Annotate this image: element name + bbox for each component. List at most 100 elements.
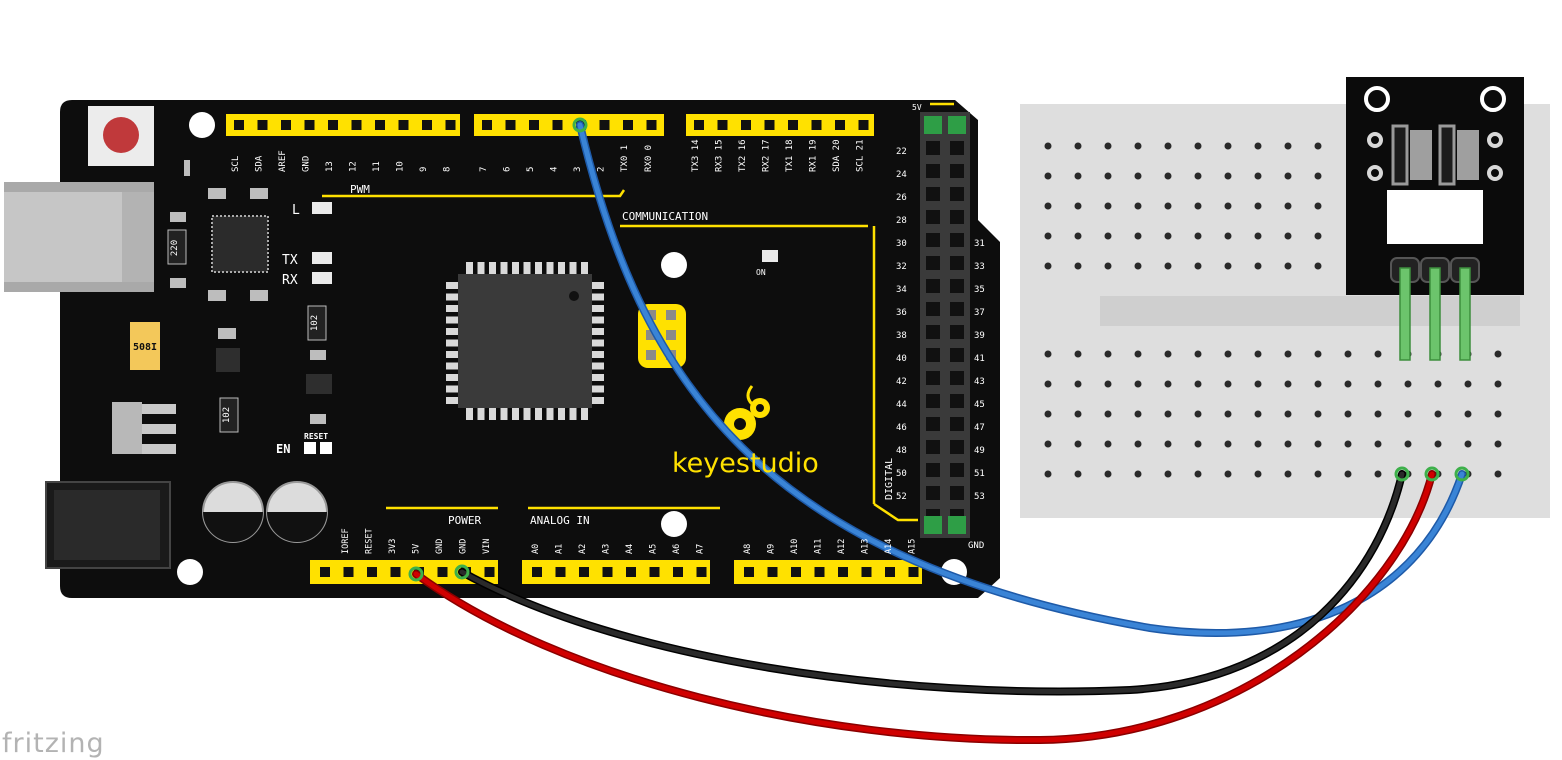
top-pin-label: 10: [396, 161, 406, 172]
top-pin-label: 6: [503, 167, 513, 172]
digital-pin-label: 24: [896, 170, 907, 180]
breadboard-hole: [1284, 410, 1292, 418]
power-pin-label: GND: [459, 539, 469, 554]
digital-pin-label: 41: [974, 354, 985, 364]
crystal: [130, 322, 160, 370]
breadboard-hole: [1104, 202, 1112, 210]
led-rx-label: RX: [282, 273, 298, 288]
breadboard-hole: [1074, 350, 1082, 358]
digital-pin-label: 22: [896, 147, 907, 157]
breadboard-hole: [1224, 232, 1232, 240]
breadboard-hole: [1194, 350, 1202, 358]
breadboard-hole: [1254, 470, 1262, 478]
breadboard-hole: [1314, 142, 1322, 150]
analog-pin-label: A10: [790, 539, 800, 554]
analog-pin-label: A14: [884, 539, 894, 554]
digital-pin-label: 52: [896, 492, 907, 502]
breadboard-hole: [1374, 440, 1382, 448]
sensor-header: [1390, 257, 1480, 283]
breadboard-hole: [1044, 350, 1052, 358]
digital-pin-label: 33: [974, 262, 985, 272]
digital-pin-label: 49: [974, 446, 985, 456]
breadboard-hole: [1164, 440, 1172, 448]
analog-pin-label: A12: [837, 539, 847, 554]
bottom-header-strips: [310, 560, 922, 584]
breadboard-hole: [1284, 172, 1292, 180]
breadboard-hole: [1254, 410, 1262, 418]
digital-pin-label: 34: [896, 285, 907, 295]
digital-pin-label: 30: [896, 239, 907, 249]
breadboard-hole: [1194, 380, 1202, 388]
breadboard-hole: [1314, 440, 1322, 448]
breadboard-hole: [1134, 262, 1142, 270]
breadboard-hole: [1044, 470, 1052, 478]
power-pin-label: VIN: [482, 539, 492, 554]
breadboard-hole: [1134, 440, 1142, 448]
top-pin-label: RX0 0: [644, 145, 654, 172]
breadboard-hole: [1464, 380, 1472, 388]
breadboard-hole: [1344, 380, 1352, 388]
analog-in-label: ANALOG IN: [530, 514, 590, 527]
breadboard-hole: [1134, 142, 1142, 150]
breadboard-hole: [1314, 262, 1322, 270]
fritzing-logo: fritzing: [2, 728, 105, 759]
chip-102-bottom-label: 102: [222, 407, 232, 423]
breadboard-hole: [1494, 440, 1502, 448]
breadboard-hole: [1344, 470, 1352, 478]
digital-label: DIGITAL: [884, 458, 895, 500]
header-5v-label: 5V: [912, 103, 922, 112]
top-pin-label: RX1 19: [809, 139, 819, 172]
breadboard-hole: [1224, 410, 1232, 418]
digital-pin-label: 53: [974, 492, 985, 502]
analog-pin-label: A1: [555, 544, 565, 554]
breadboard-hole: [1164, 202, 1172, 210]
top-pin-label: RX2 17: [762, 139, 772, 172]
analog-pin-label: A11: [814, 539, 824, 554]
breadboard-hole: [1494, 410, 1502, 418]
top-pin-label: SDA 20: [832, 139, 842, 172]
breadboard-hole: [1164, 172, 1172, 180]
breadboard-hole: [1374, 380, 1382, 388]
breadboard-hole: [1254, 440, 1262, 448]
analog-pin-label: A7: [696, 544, 706, 554]
breadboard-hole: [1104, 440, 1112, 448]
breadboard-hole: [1284, 232, 1292, 240]
breadboard-hole: [1134, 380, 1142, 388]
digital-pin-label: 42: [896, 377, 907, 387]
breadboard-hole: [1314, 232, 1322, 240]
breadboard-hole: [1404, 440, 1412, 448]
top-pin-label: AREF: [278, 150, 288, 172]
top-pin-label: 7: [479, 167, 489, 172]
analog-pin-label: A0: [531, 544, 541, 554]
digital-pin-label: 40: [896, 354, 907, 364]
breadboard-hole: [1224, 350, 1232, 358]
breadboard-hole: [1104, 232, 1112, 240]
breadboard-hole: [1194, 410, 1202, 418]
breadboard-hole: [1134, 202, 1142, 210]
reset-button[interactable]: [88, 106, 154, 166]
breadboard-hole: [1044, 142, 1052, 150]
led-l-label: L: [292, 203, 300, 218]
digital-pin-label: 51: [974, 469, 985, 479]
top-pin-label: 3: [573, 167, 583, 172]
breadboard-hole: [1074, 410, 1082, 418]
digital-pin-label: 37: [974, 308, 985, 318]
crystal-label: 508I: [133, 342, 157, 353]
digital-pin-label: 45: [974, 400, 985, 410]
breadboard-hole: [1284, 470, 1292, 478]
breadboard-hole: [1284, 350, 1292, 358]
breadboard-hole: [1074, 202, 1082, 210]
sensor-module: [1346, 77, 1524, 295]
analog-pin-label: A8: [743, 544, 753, 554]
analog-pin-label: A6: [672, 544, 682, 554]
digital-pin-label: 35: [974, 285, 985, 295]
digital-double-header: [920, 112, 970, 538]
top-pin-label: SCL 21: [856, 139, 866, 172]
top-pin-label: 2: [597, 167, 607, 172]
breadboard-hole: [1254, 142, 1262, 150]
wires: [408, 117, 1470, 745]
top-pin-label: SCL: [231, 156, 241, 172]
analog-pin-label: A13: [861, 539, 871, 554]
